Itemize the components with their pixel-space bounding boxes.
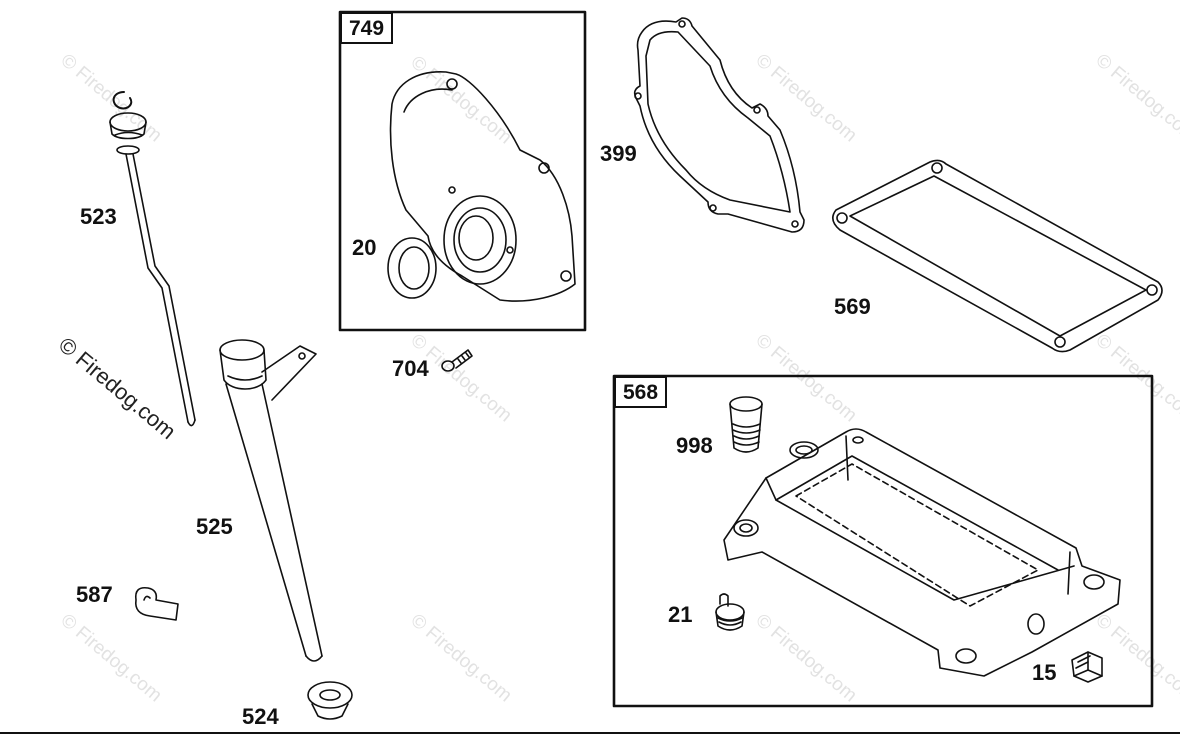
dipstick-523 xyxy=(109,91,196,427)
part-label-998: 998 xyxy=(676,433,713,458)
part-label-21: 21 xyxy=(668,602,693,627)
callout-box-749 xyxy=(338,10,587,332)
cover-assembly-749 xyxy=(389,71,576,302)
tube-525 xyxy=(219,339,323,662)
part-label-15: 15 xyxy=(1032,660,1057,685)
screw-704 xyxy=(441,349,473,372)
part-label-399: 399 xyxy=(600,141,637,166)
gasket-399 xyxy=(633,17,805,233)
part-label-20: 20 xyxy=(352,235,377,260)
oil-pan-568 xyxy=(723,428,1121,677)
part-label-704: 704 xyxy=(392,356,429,381)
gasket-569 xyxy=(832,159,1163,353)
plug-21 xyxy=(715,593,745,631)
part-label-569: 569 xyxy=(834,294,871,319)
grommet-524 xyxy=(307,681,353,720)
part-label-524: 524 xyxy=(242,704,279,729)
callout-label-749: 749 xyxy=(340,12,394,45)
part-label-587: 587 xyxy=(76,582,113,607)
seal-20 xyxy=(387,237,437,299)
callout-label-568: 568 xyxy=(614,376,668,409)
clip-587 xyxy=(134,586,179,621)
sleeve-998 xyxy=(729,396,763,453)
part-label-525: 525 xyxy=(196,514,233,539)
callout-box-568 xyxy=(612,374,1154,708)
plug-15 xyxy=(1071,651,1103,683)
part-label-523: 523 xyxy=(80,204,117,229)
